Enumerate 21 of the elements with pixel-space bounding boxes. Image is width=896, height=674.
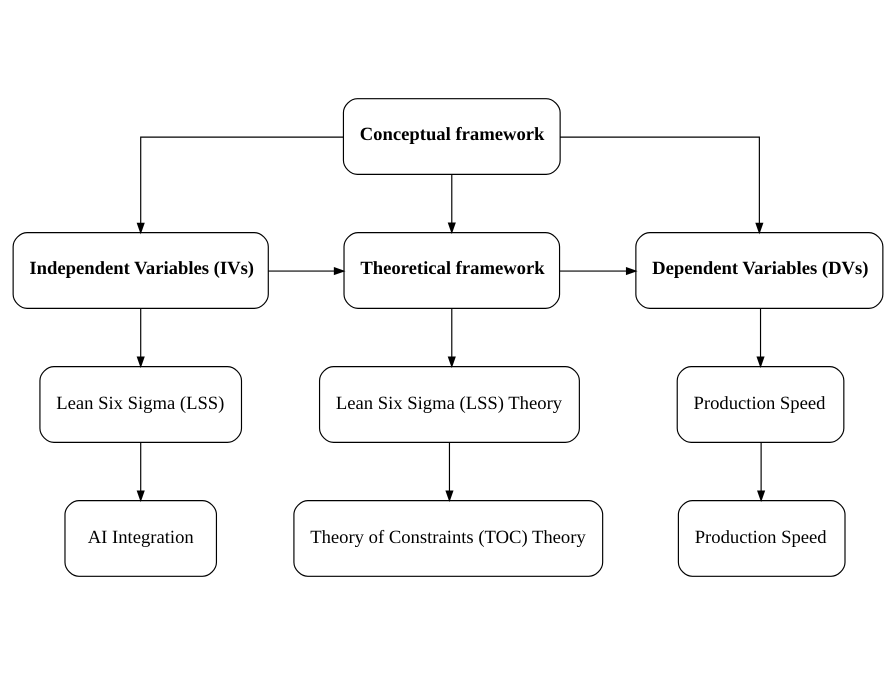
node-box: Lean Six Sigma (LSS) <box>39 366 242 442</box>
node-box: Dependent Variables (DVs) <box>635 232 884 308</box>
arrow <box>757 442 766 502</box>
arrow <box>136 442 145 502</box>
arrow <box>136 308 145 368</box>
arrow <box>560 136 764 234</box>
node-box: Theory of Constraints (TOC) Theory <box>293 500 604 576</box>
node-box: Production Speed <box>676 366 844 442</box>
arrow <box>448 308 456 368</box>
arrow <box>560 266 638 275</box>
node-box: Independent Variables (IVs) <box>12 232 269 308</box>
arrow <box>448 174 456 234</box>
node-box: Conceptual framework <box>342 98 561 174</box>
arrow <box>445 442 454 502</box>
arrow <box>268 266 346 275</box>
arrow <box>136 136 344 234</box>
node-box: AI Integration <box>64 500 218 576</box>
node-box: Production Speed <box>678 500 846 576</box>
arrow <box>756 308 765 368</box>
node-box: Theoretical framework <box>343 232 560 308</box>
node-box: Lean Six Sigma (LSS) Theory <box>318 366 580 442</box>
